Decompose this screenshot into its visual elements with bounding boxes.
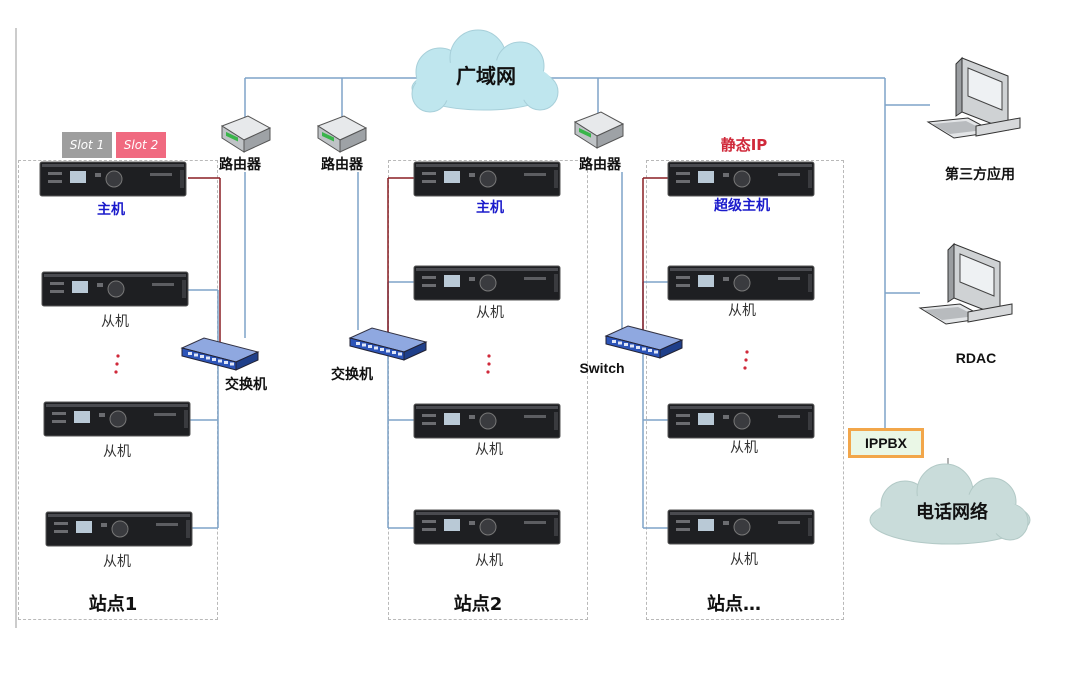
radio-unit [667, 509, 815, 545]
site-1-master-label: 主机 [97, 202, 125, 218]
router-label-1: 路由器 [219, 157, 261, 173]
phone-network-label: 电话网络 [916, 502, 988, 523]
radio-unit [667, 265, 815, 301]
site-2-name: 站点2 [453, 594, 503, 615]
site-2-slave-label-1: 从机 [476, 305, 504, 321]
router-label-3: 路由器 [579, 157, 621, 173]
switch-icon [348, 327, 428, 361]
site-1-slave-label-3: 从机 [103, 554, 131, 570]
site-3-slave-label-2: 从机 [730, 440, 758, 456]
site-1-switch-label: 交换机 [225, 377, 267, 393]
slot-1-tag: Slot 1 [62, 132, 112, 158]
site-1-slave-label-1: 从机 [101, 314, 129, 330]
site-3-slave-label-3: 从机 [730, 552, 758, 568]
third-party-app-label: 第三方应用 [945, 167, 1015, 183]
switch-icon [604, 325, 684, 359]
switch-icon [180, 337, 260, 371]
radio-unit [667, 161, 815, 197]
rdac-label: RDAC [955, 350, 997, 366]
radio-unit [39, 161, 187, 197]
router-icon [220, 115, 272, 153]
ippbx-box: IPPBX [848, 428, 924, 458]
router-label-2: 路由器 [321, 157, 363, 173]
site-2-master-label: 主机 [476, 200, 504, 216]
radio-unit [43, 401, 191, 437]
radio-unit [45, 511, 193, 547]
radio-unit [667, 403, 815, 439]
site-1-slave-label-2: 从机 [103, 444, 131, 460]
site-3-switch-label: Switch [579, 360, 625, 376]
site-3-box [646, 160, 844, 620]
radio-unit [413, 509, 561, 545]
site-2-switch-label: 交换机 [331, 367, 373, 383]
site-2-slave-label-2: 从机 [475, 442, 503, 458]
router-icon [573, 111, 625, 149]
site-2-slave-label-3: 从机 [475, 553, 503, 569]
computer-icon [926, 56, 1021, 139]
site-3-master-label: 超级主机 [714, 198, 770, 214]
wan-label: 广域网 [456, 64, 516, 88]
slot-2-tag: Slot 2 [116, 132, 166, 158]
router-icon [316, 115, 368, 153]
site-3-slave-label-1: 从机 [728, 303, 756, 319]
site-1-name: 站点1 [88, 594, 138, 615]
radio-unit [413, 161, 561, 197]
radio-unit [413, 403, 561, 439]
static-ip-label: 静态IP [720, 136, 768, 154]
computer-icon [918, 242, 1013, 325]
radio-unit [41, 271, 189, 307]
radio-unit [413, 265, 561, 301]
site-3-name: 站点… [707, 594, 761, 615]
